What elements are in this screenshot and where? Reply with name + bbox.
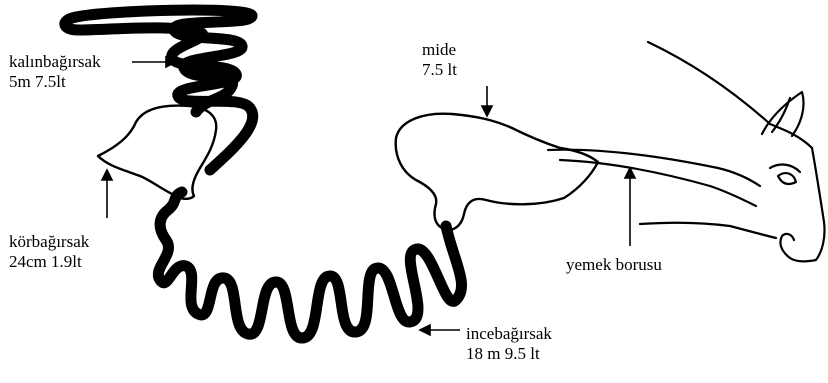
arrow-kor-head — [102, 170, 112, 180]
cecum-shape — [98, 106, 216, 199]
cow-eye — [778, 173, 796, 184]
label-kalinbagirsak-measure: 5m 7.5lt — [9, 72, 101, 92]
label-korbagirsak-name: körbağırsak — [9, 232, 89, 252]
label-incebagirsak: incebağırsak 18 m 9.5 lt — [466, 324, 552, 364]
arrow-yemek-head — [625, 168, 635, 178]
label-korbagirsak: körbağırsak 24cm 1.9lt — [9, 232, 89, 272]
cow-jaw — [640, 223, 776, 238]
label-kalinbagirsak: kalınbağırsak 5m 7.5lt — [9, 52, 101, 92]
cow-neck-top-line — [648, 42, 812, 148]
label-yemek-borusu: yemek borusu — [566, 255, 662, 275]
label-mide: mide 7.5 lt — [422, 40, 457, 80]
label-mide-name: mide — [422, 40, 457, 60]
label-mide-measure: 7.5 lt — [422, 60, 457, 80]
cow-muzzle — [780, 234, 794, 258]
arrow-ince-head — [420, 325, 430, 335]
label-kalinbagirsak-name: kalınbağırsak — [9, 52, 101, 72]
small-intestine — [158, 192, 461, 338]
cow-head — [640, 42, 825, 261]
cow-face — [790, 148, 825, 261]
label-korbagirsak-measure: 24cm 1.9lt — [9, 252, 89, 272]
arrow-mide-head — [482, 106, 492, 116]
label-incebagirsak-name: incebağırsak — [466, 324, 552, 344]
label-incebagirsak-measure: 18 m 9.5 lt — [466, 344, 552, 364]
cow-eye-brow — [770, 165, 800, 172]
esophagus — [548, 150, 760, 206]
stomach-shape — [396, 114, 598, 230]
label-yemek-borusu-name: yemek borusu — [566, 255, 662, 275]
